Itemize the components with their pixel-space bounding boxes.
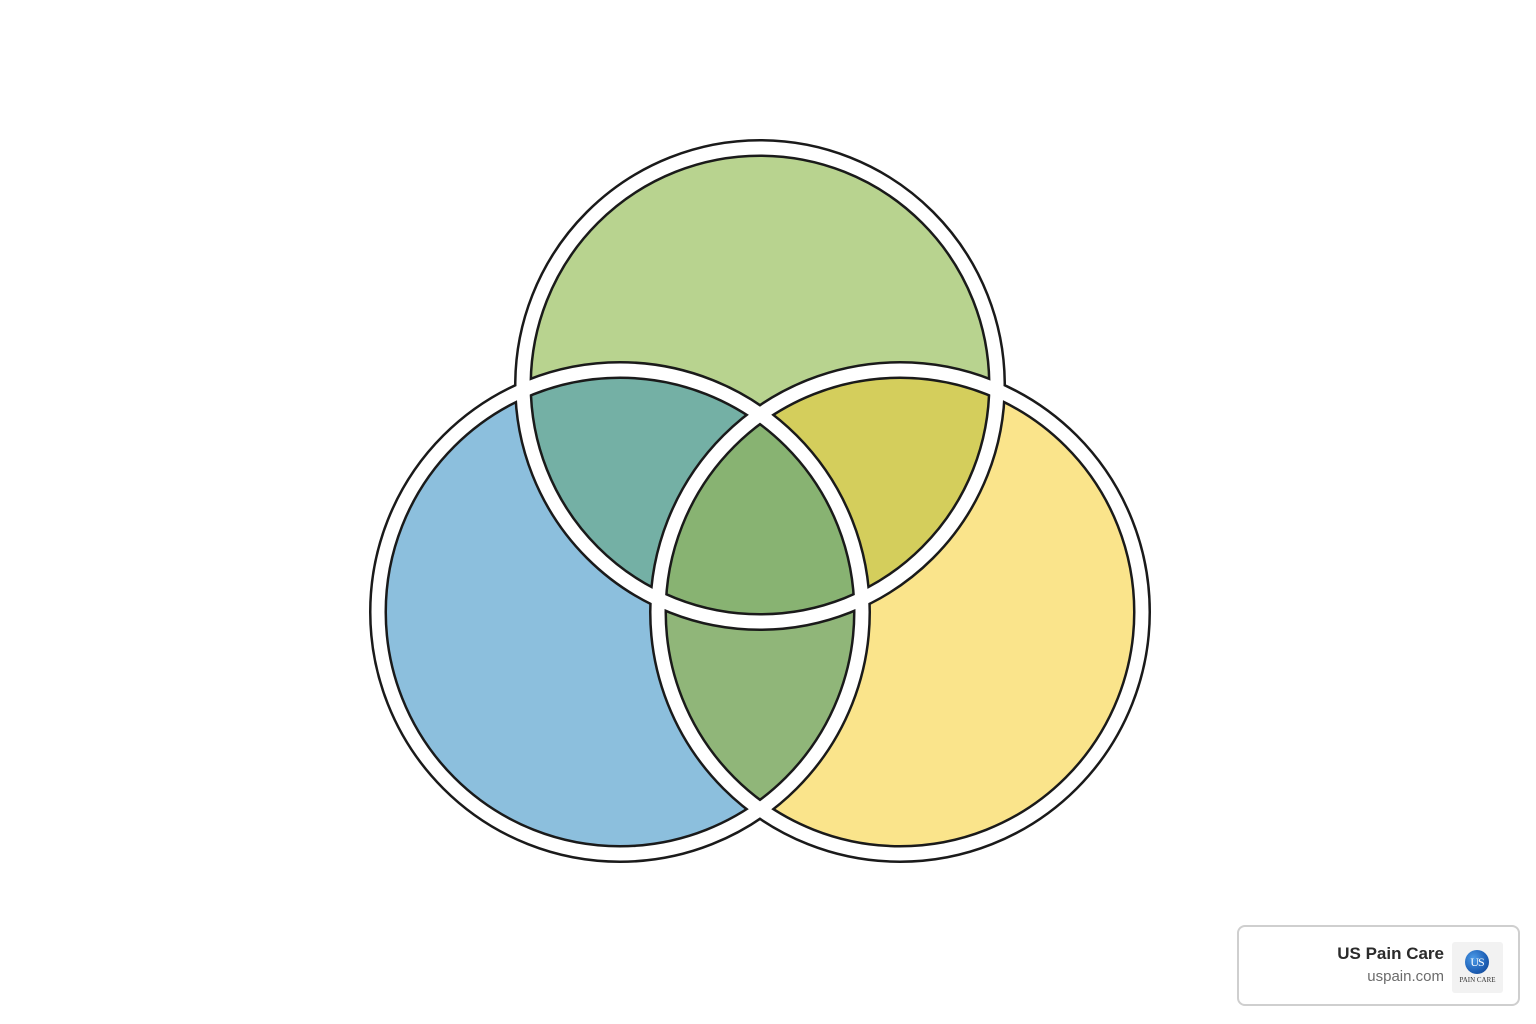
circle-left-outline-gap — [371, 363, 869, 861]
circle-outlines — [369, 139, 1151, 863]
circle-right-outline-gap — [651, 363, 1149, 861]
logo-caption: PAIN CARE — [1459, 976, 1496, 984]
logo-mark: US — [1465, 950, 1489, 974]
region-center — [658, 370, 862, 622]
site-logo-icon: US PAIN CARE — [1452, 942, 1503, 993]
source-title: US Pain Care — [1337, 944, 1444, 963]
source-text: US Pain Care uspain.com — [1337, 943, 1444, 989]
source-card[interactable]: US Pain Care uspain.com US PAIN CARE — [1237, 925, 1520, 1006]
region-fills — [378, 148, 1142, 854]
source-url[interactable]: uspain.com — [1367, 968, 1444, 985]
